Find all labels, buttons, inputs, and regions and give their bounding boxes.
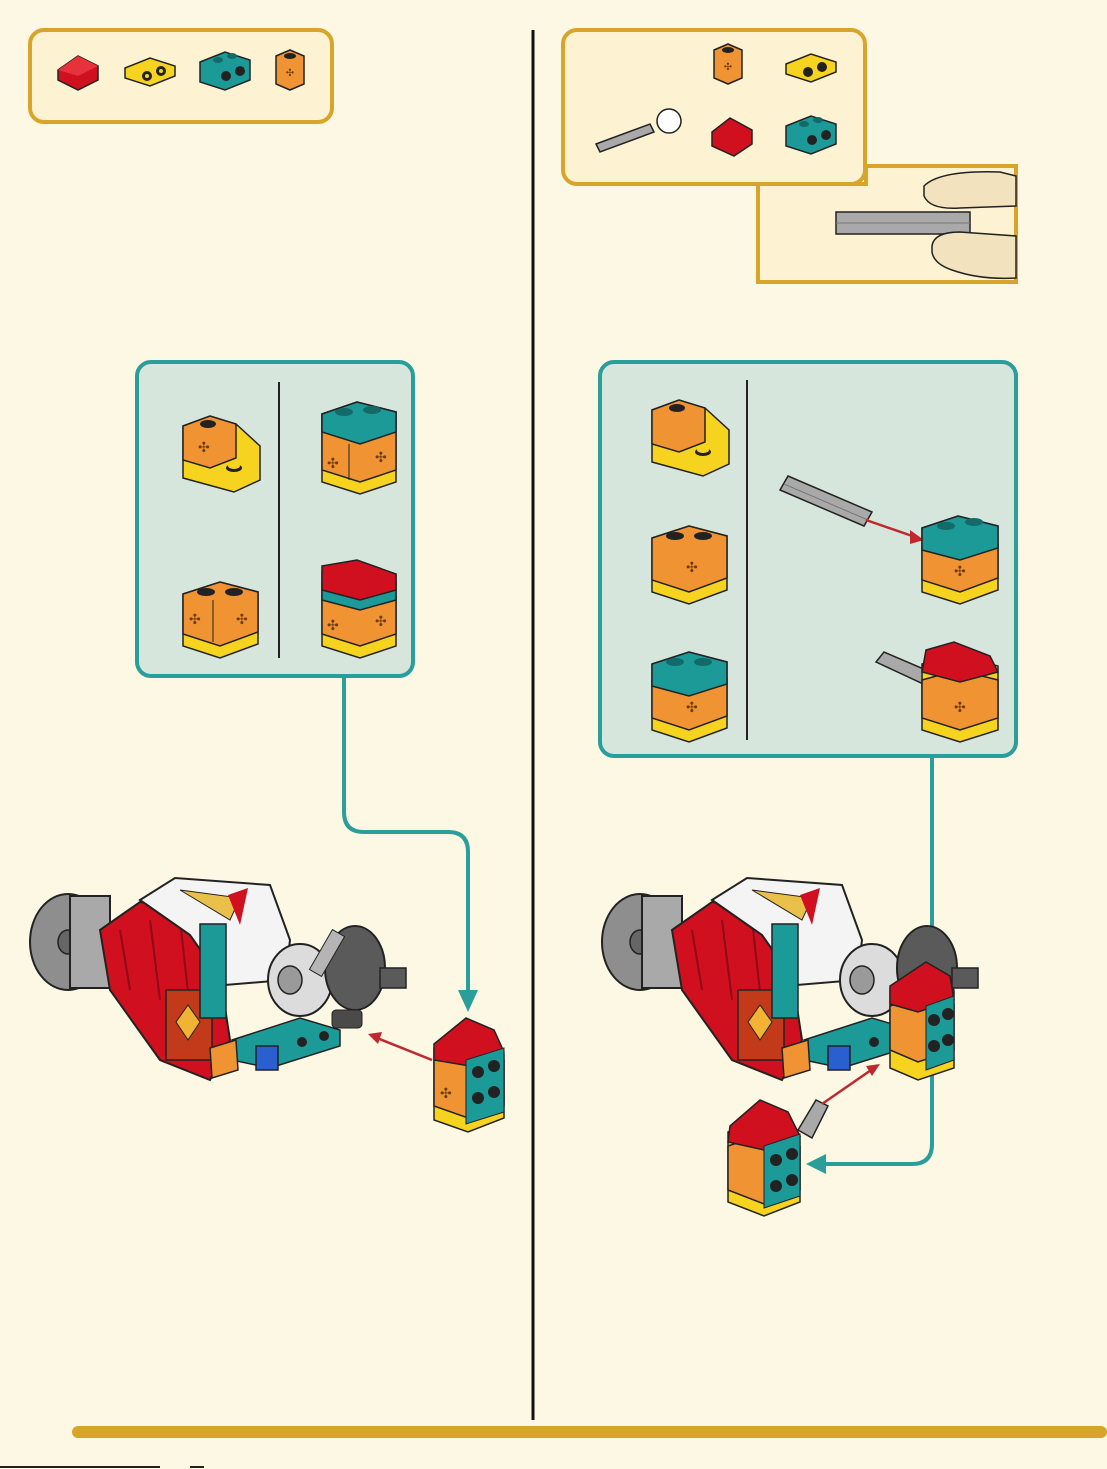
red-capped-axle-stage — [728, 1100, 828, 1216]
step2-connector-arrowhead — [806, 1154, 826, 1174]
teal-stack-stage: ✣ ✣ — [322, 402, 396, 494]
orange-technic-brick-icon: ✣ — [276, 50, 304, 90]
svg-text:✣: ✣ — [286, 68, 294, 79]
step2-submodel: ✣ ✣ ✣ ✣ — [600, 362, 1016, 756]
svg-text:✣: ✣ — [327, 618, 339, 634]
svg-text:✣: ✣ — [686, 700, 698, 716]
orange-double-stage: ✣ — [652, 526, 727, 604]
svg-text:✣: ✣ — [198, 440, 210, 456]
svg-text:✣: ✣ — [686, 560, 698, 576]
orange-double-stage: ✣ ✣ — [183, 582, 258, 658]
svg-text:✣: ✣ — [954, 564, 966, 580]
assembly-arrow — [372, 1036, 432, 1060]
axle-length-callout — [758, 166, 1016, 282]
svg-text:✣: ✣ — [440, 1086, 452, 1102]
svg-text:✣: ✣ — [327, 456, 339, 472]
progress-bar — [72, 1426, 1107, 1438]
step1-submodel: ✣ ✣ ✣ ✣ ✣ ✣ ✣ — [137, 362, 413, 676]
teal-stack-stage: ✣ — [652, 652, 727, 742]
svg-text:✣: ✣ — [375, 450, 387, 466]
footer-line — [0, 1466, 160, 1468]
svg-text:✣: ✣ — [236, 612, 248, 628]
footer-mark — [190, 1466, 204, 1468]
mech-build-icon — [30, 878, 406, 1080]
step1-model: ✣ — [30, 878, 504, 1132]
assembly-arrow — [822, 1068, 874, 1104]
mech-build-icon — [602, 878, 978, 1080]
svg-text:✣: ✣ — [375, 614, 387, 630]
step1-parts-list: ✣ — [30, 30, 332, 122]
red-capped-stage: ✣ ✣ — [322, 560, 396, 658]
step2-model — [602, 878, 978, 1216]
svg-text:✣: ✣ — [189, 612, 201, 628]
red-capped-stage: ✣ — [434, 1018, 504, 1132]
svg-text:✣: ✣ — [954, 700, 966, 716]
orange-technic-brick-icon: ✣ — [714, 44, 742, 84]
svg-text:✣: ✣ — [724, 62, 732, 73]
step2-parts-list: ✣ — [563, 30, 865, 184]
step1-connector-arrowhead — [458, 990, 478, 1012]
